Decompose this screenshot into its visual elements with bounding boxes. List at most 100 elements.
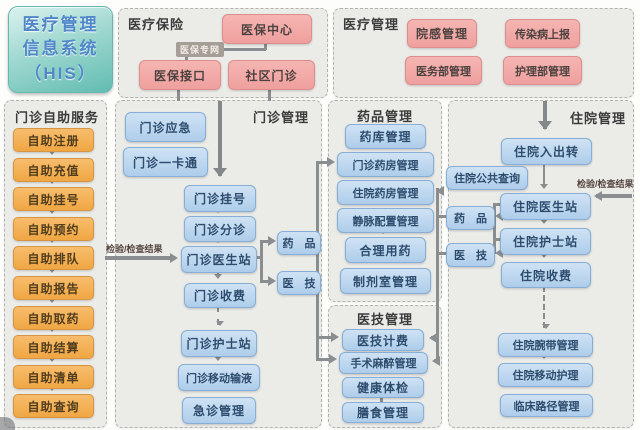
arrow-left-icon [490, 248, 503, 258]
watermark-mark [0, 417, 15, 430]
medtech-panel-title: 医技管理 [357, 312, 414, 327]
infection-mgmt-node: 院感管理 [407, 19, 477, 48]
self-appointment-node: 自助预约 [13, 217, 94, 241]
medical-affairs-node: 医务部管理 [405, 56, 482, 85]
health-checkup-node: 健康体检 [342, 377, 424, 398]
arrow-right-icon [268, 236, 281, 246]
arrow-down-icon [48, 357, 56, 362]
his-title-line1: 医疗管理 [22, 14, 99, 34]
outpatient-mobile-infusion-node: 门诊移动输液 [178, 364, 260, 391]
nursing-dept-node: 护理部管理 [503, 56, 582, 85]
insurance-interface-node: 医保接口 [139, 60, 221, 90]
insurance-panel-title: 医疗保险 [128, 17, 185, 32]
arrow-down-icon [48, 209, 56, 214]
outpatient-triage-node: 门诊分诊 [184, 216, 256, 242]
self-list-node: 自助清单 [13, 365, 94, 389]
connector [438, 215, 446, 218]
connector [596, 194, 632, 198]
arrow-left-icon [424, 333, 437, 343]
inpatient-public-query-node: 住院公共查询 [446, 166, 528, 190]
arrow-left-icon [427, 356, 440, 366]
connector [493, 238, 501, 241]
self-query-node: 自助查询 [13, 394, 94, 418]
arrow-down-icon [214, 355, 222, 361]
arrow-right-icon [268, 276, 281, 286]
inpatient-medtech-node: 医 技 [446, 243, 495, 267]
arrow-down-icon [48, 298, 56, 303]
wristband-mgmt-node: 住院腕带管理 [498, 333, 593, 357]
medadmin-panel-title: 医疗管理 [343, 17, 400, 32]
flow-arrow-to-inpatient [538, 101, 552, 130]
inpatient-pharmacy-node: 住院药房管理 [337, 180, 434, 205]
connector [255, 256, 262, 259]
community-clinic-node: 社区门诊 [228, 60, 315, 90]
clinical-pathway-node: 临床路径管理 [500, 394, 593, 417]
connector [264, 42, 267, 50]
self-service-panel-title: 门诊自助服务 [15, 110, 100, 125]
arrow-down-icon [540, 253, 548, 258]
inpatient-nurse-station-node: 住院护士站 [500, 228, 591, 255]
admission-transfer-node: 住院入出转 [501, 138, 592, 165]
inpatient-doctor-station-node: 住院医生站 [500, 193, 591, 220]
connector [493, 203, 496, 254]
diet-mgmt-node: 膳食管理 [342, 402, 424, 423]
iv-config-mgmt-node: 静脉配置管理 [337, 208, 434, 233]
rational-drug-use-node: 合理用药 [345, 237, 426, 263]
arrow-left-icon [589, 191, 602, 201]
preparation-room-node: 制剂室管理 [340, 268, 431, 294]
self-queue-node: 自助排队 [13, 246, 94, 270]
dashed-arrow-down-icon [542, 286, 550, 329]
arrow-right-icon [329, 354, 342, 364]
arrow-right-icon [327, 157, 340, 167]
surgery-anesthesia-node: 手术麻醉管理 [339, 352, 428, 374]
his-title-line3: （HIS） [24, 63, 97, 83]
connector [493, 203, 501, 206]
outpatient-emergency-node: 门诊应急 [125, 112, 206, 142]
infectious-report-node: 传染病上报 [505, 19, 580, 48]
inpatient-charging-node: 住院收费 [501, 262, 591, 288]
flow-arrow-to-outpatient [213, 101, 227, 177]
connector [268, 88, 271, 101]
his-title-line2: 信息系统 [22, 39, 99, 59]
medtech-billing-node: 医技计费 [342, 329, 424, 351]
insurance-center-node: 医保中心 [222, 14, 312, 44]
lab-result-label-left: 检验/检查结果 [106, 244, 163, 254]
inpatient-drug-node: 药 品 [446, 206, 495, 230]
connector [380, 396, 383, 403]
connector [438, 252, 446, 255]
arrow-down-icon [540, 163, 548, 189]
lab-result-label-right: 检验/检查结果 [577, 179, 634, 189]
self-report-node: 自助报告 [13, 276, 94, 300]
connector [260, 240, 263, 283]
outpatient-pharmacy-node: 门诊药房管理 [337, 152, 434, 177]
connector [185, 48, 266, 51]
connector [318, 161, 328, 164]
connector [316, 161, 319, 361]
self-medicine-node: 自助取药 [13, 306, 94, 330]
arrow-down-icon [214, 271, 222, 279]
outpatient-registration-node: 门诊挂号 [184, 185, 256, 212]
arrow-down-icon [540, 218, 548, 224]
outpatient-nurse-station-node: 门诊护士站 [181, 330, 257, 357]
inpatient-panel-title: 住院管理 [570, 111, 627, 126]
outpatient-medtech-node: 医 技 [277, 271, 321, 295]
medical-admin-panel [333, 8, 634, 98]
self-register-node: 自助注册 [13, 128, 94, 152]
connector [262, 240, 269, 243]
connector [318, 336, 332, 339]
connector [177, 88, 180, 101]
arrow-down-icon [48, 268, 56, 273]
arrow-left-icon [431, 186, 444, 196]
arrow-right-icon [170, 253, 183, 263]
connector [436, 188, 439, 361]
arrow-right-icon [331, 332, 344, 342]
dashed-arrow-down-icon [216, 306, 224, 326]
outpatient-onecard-node: 门诊一卡通 [123, 147, 208, 177]
connector [105, 256, 171, 260]
drug-warehouse-node: 药库管理 [345, 124, 426, 149]
connector [262, 280, 269, 283]
outpatient-charging-node: 门诊收费 [184, 283, 256, 308]
outpatient-panel-title: 门诊管理 [253, 110, 310, 125]
arrow-left-icon [490, 211, 503, 221]
